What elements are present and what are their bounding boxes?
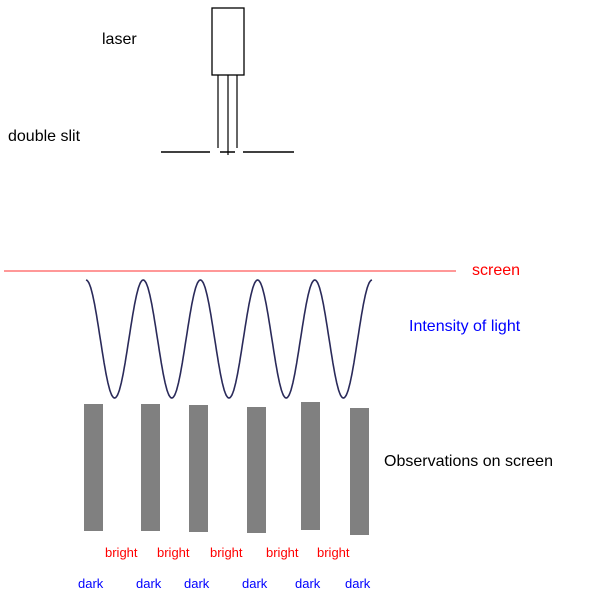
bright-label: bright — [210, 545, 243, 560]
dark-label: dark — [345, 576, 371, 591]
intensity-label: Intensity of light — [409, 318, 521, 335]
screen-label: screen — [472, 262, 521, 279]
laser-body — [211, 7, 245, 76]
observations-label: Observations on screen — [384, 453, 553, 470]
laser-label: laser — [102, 31, 137, 48]
dark-label: dark — [295, 576, 321, 591]
fringe-bar — [141, 404, 160, 531]
fringe-bar — [350, 408, 369, 535]
dark-label: dark — [136, 576, 162, 591]
dark-label: dark — [242, 576, 268, 591]
fringe-bar — [247, 407, 266, 533]
dark-label: dark — [184, 576, 210, 591]
intensity-wave — [85, 279, 373, 399]
bright-label: bright — [105, 545, 138, 560]
bright-label: bright — [317, 545, 350, 560]
dark-label: dark — [78, 576, 104, 591]
double-slit-label: double slit — [8, 128, 81, 145]
bright-label: bright — [266, 545, 299, 560]
fringe-bar — [189, 405, 208, 532]
fringe-bar — [301, 402, 320, 530]
bright-label: bright — [157, 545, 190, 560]
fringe-bar — [84, 404, 103, 531]
